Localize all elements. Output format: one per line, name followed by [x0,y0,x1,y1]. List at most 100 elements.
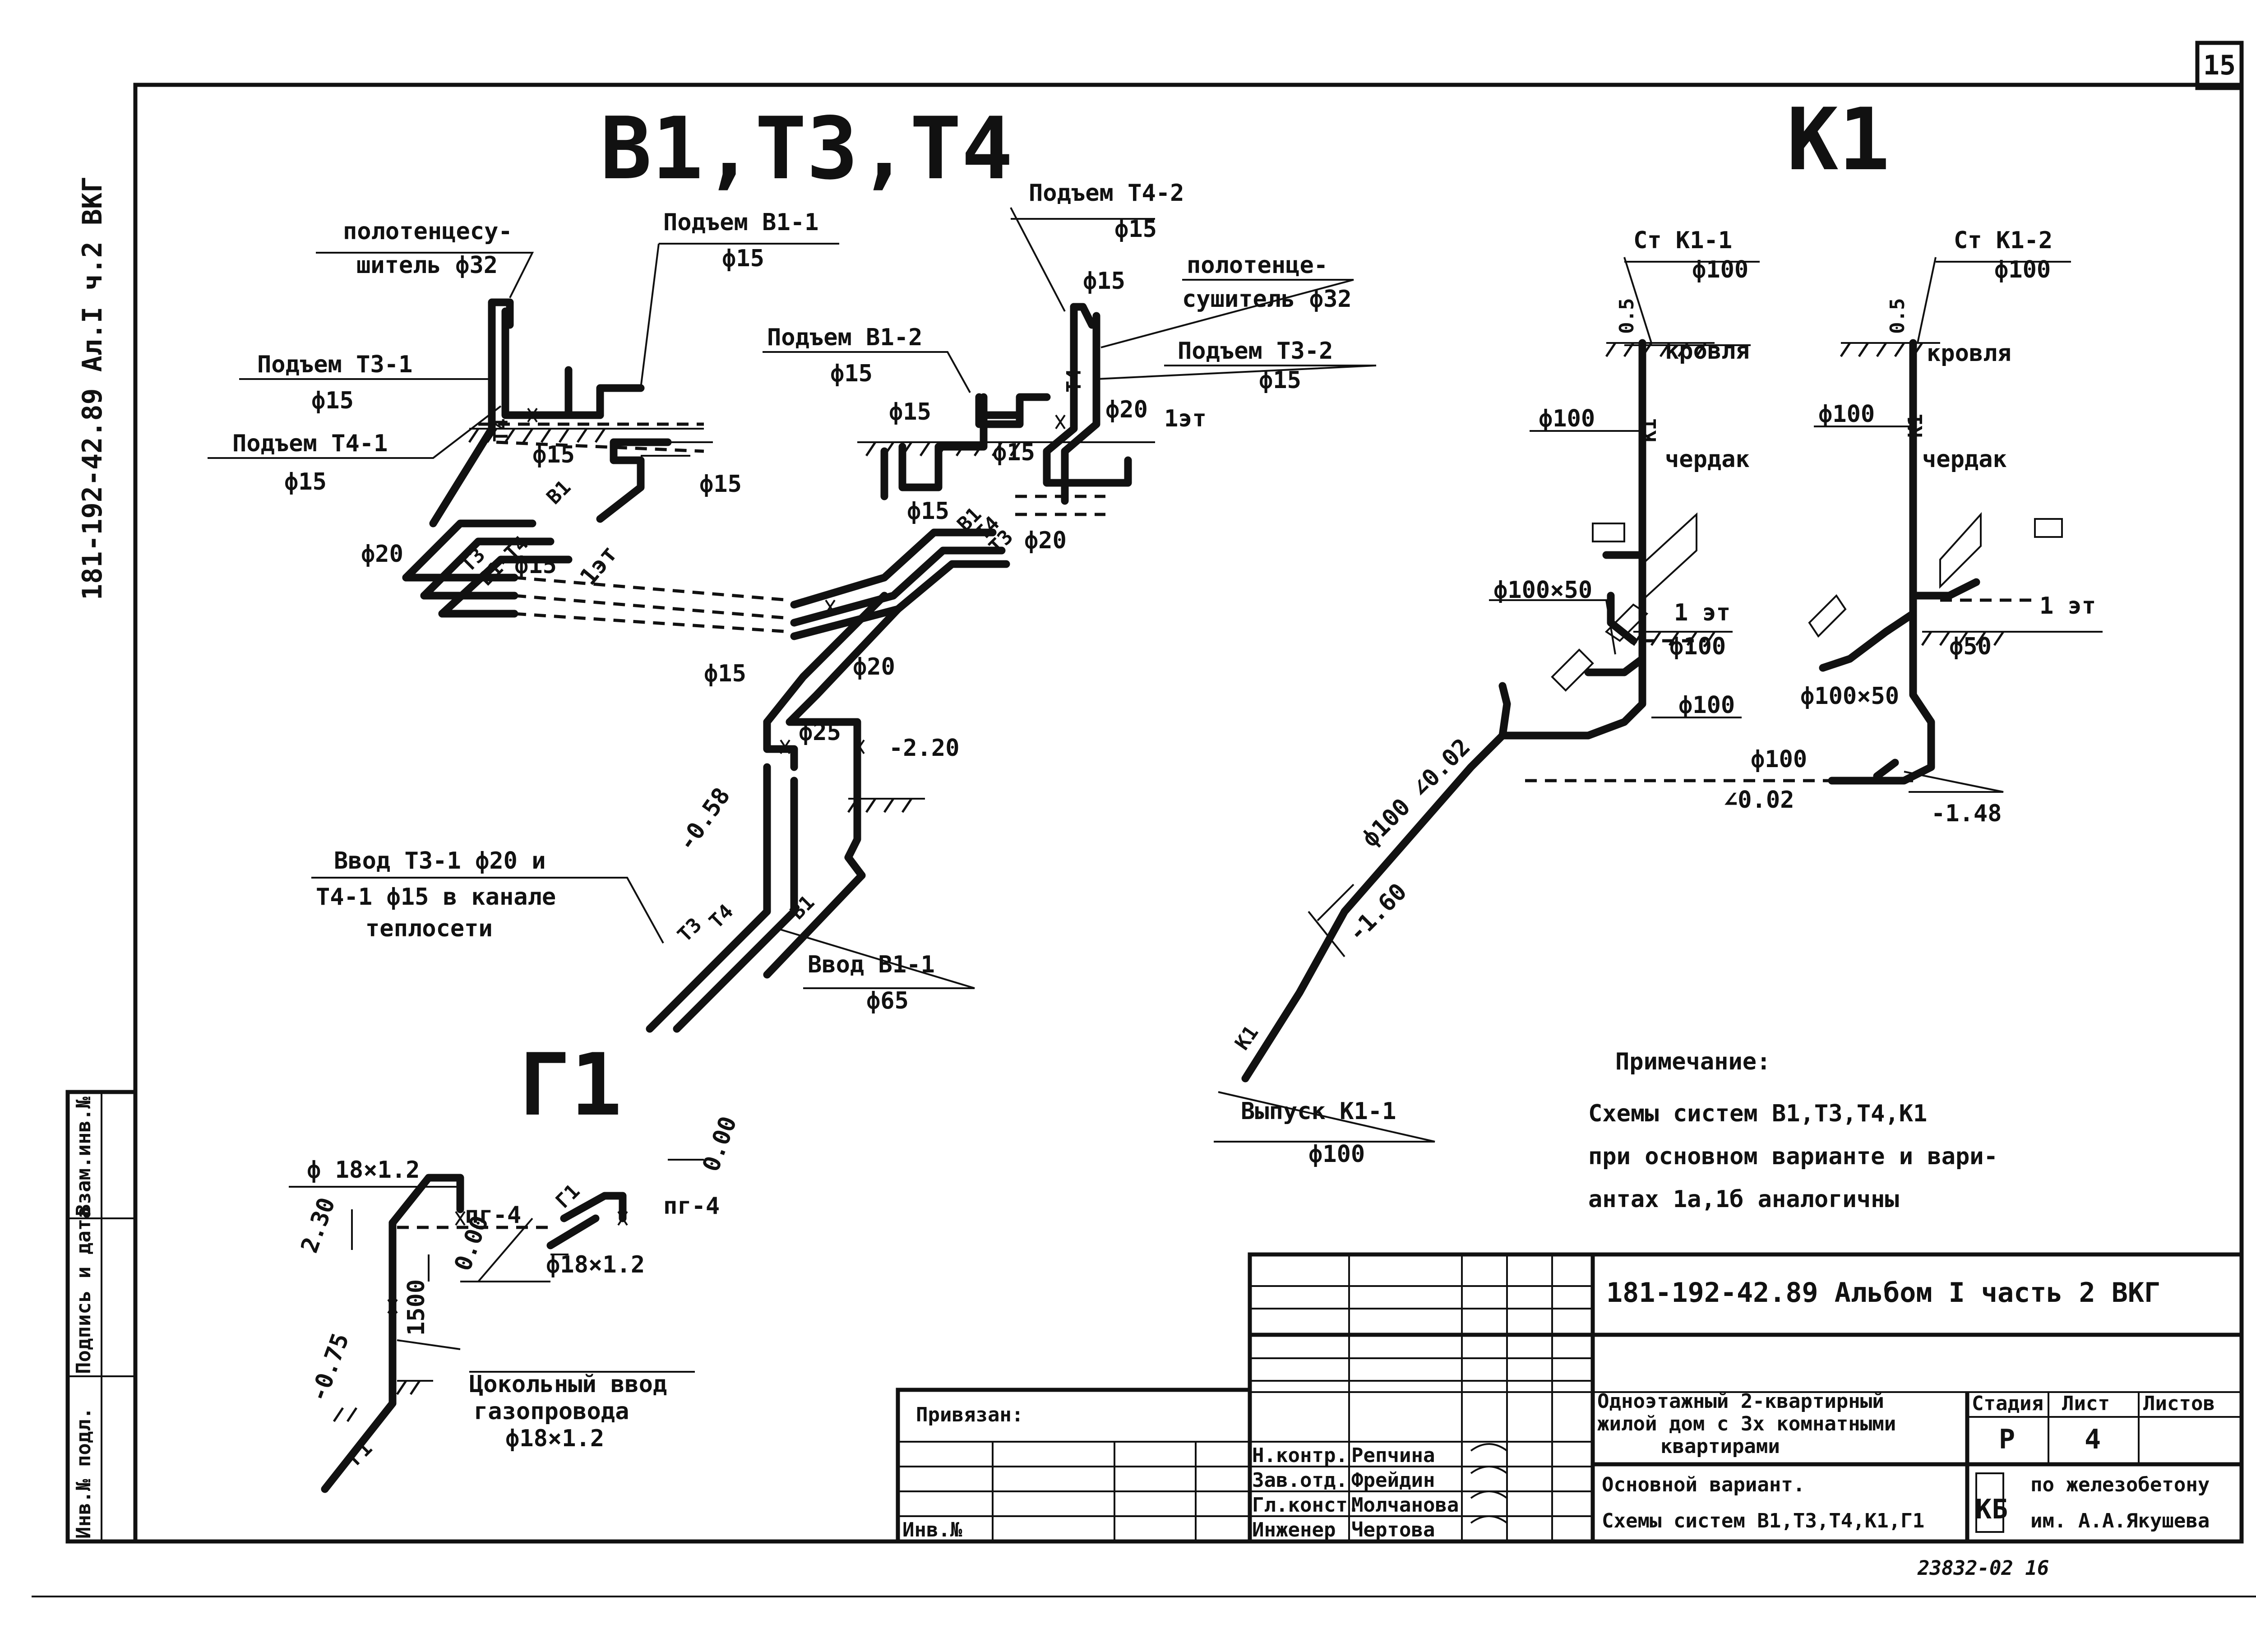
input-t3b-label: Т4-1 ф15 в канале [316,884,556,911]
gas-level-0-00-a: 0.00 [449,1212,494,1274]
tag-k1-outlet: К1 [1230,1022,1263,1055]
riser-t3-2-diameter: ф15 [1259,367,1301,394]
note-line-2: при основном варианте и вари- [1588,1143,1998,1170]
riser-t4-1-diameter: ф15 [284,468,327,495]
d15-mid-a: ф15 [889,398,931,426]
sewer-scheme-title: К1 [1787,90,1890,190]
slope-run: ∠0.02 [1724,787,1794,814]
plinth-input-3: ф18×1.2 [505,1425,604,1452]
project-line-1: Одноэтажный 2-квартирный [1597,1390,1884,1413]
input-t3-label: Ввод Т3-1 ф20 и [334,847,546,875]
d100x50-1: ф100×50 [1493,577,1592,604]
note-line-1: Схемы систем В1,Т3,Т4,К1 [1588,1100,1927,1127]
roof-2-label: кровля [1927,340,2011,367]
d100-outlet-run: ф100 [1751,746,1807,773]
d15-left-b: ф15 [699,471,742,498]
stack-k1-2-diameter: ф100 [1994,256,2051,283]
plinth-input-2: газопровода [474,1398,629,1425]
d100-floor1: ф100 [1669,633,1726,660]
floor1-k1-1: 1 эт [1674,599,1730,626]
gas-pg4-b: пг-4 [663,1193,720,1220]
tag-t3-input: Т3 [673,913,707,947]
riser-b1-2-label: Подъем В1-2 [767,324,922,351]
gas-pg4-a: пг-4 [465,1202,521,1229]
water-scheme-title: В1,Т3,Т4 [600,99,1013,199]
name-engineer: Чертова [1351,1518,1435,1541]
gas-d18-mid: ф18×1.2 [546,1251,645,1278]
outlet-diameter: ф100 [1308,1141,1365,1168]
d20-mid: ф20 [1024,527,1067,554]
role-engineer: Инженер [1252,1518,1336,1541]
d50-label: ф50 [1949,633,1992,660]
role-chief-designer: Гл.конст. [1252,1494,1359,1517]
gas-level-minus-0-75: -0.75 [305,1330,355,1406]
d20-right: ф20 [1105,396,1148,423]
note-title: Примечание: [1615,1048,1771,1075]
roof-1-label: кровля [1665,338,1750,365]
sheet-title-2: Схемы систем В1,Т3,Т4,К1,Г1 [1602,1509,1924,1532]
stack-k1-1-label: Ст К1-1 [1633,227,1732,254]
sheet-number-box [2195,41,2244,90]
attic-1-label: чердак [1665,446,1750,473]
d15-low: ф15 [514,552,557,579]
level-minus-1-60: -1.60 [1343,878,1412,947]
side-col-repl: Взам.инв.№ [72,1097,95,1216]
input-b1-label: Ввод В1-1 [808,951,935,978]
d25-trunk: ф25 [799,719,841,746]
input-b1-diameter: ф65 [866,987,909,1014]
inv-label: Инв.№ [902,1518,962,1541]
gas-d18-top: ф 18×1.2 [307,1157,420,1184]
towel-dryer-1-label: полотенцесу- [343,218,513,245]
side-stamp: 181-192-42.89 Ал.I ч.2 ВКГ [77,176,108,600]
input-t3c-label: теплосети [365,915,493,942]
stage-value: Р [1999,1424,2015,1455]
role-dept-head: Зав.отд. [1252,1469,1348,1492]
sheet-title-1: Основной вариант. [1602,1473,1805,1496]
attic-2-label: чердак [1922,446,2007,473]
riser-t4-2-diameter: ф15 [1114,216,1157,243]
tag-b1-left: В1 [542,476,576,509]
riser-t4-1-label: Подъем Т4-1 [232,430,388,457]
stack-k1-2-label: Ст К1-2 [1954,227,2053,254]
riser-t4-2-label: Подъем Т4-2 [1029,180,1184,207]
sheet-value: 4 [2085,1424,2101,1455]
d15-top: ф15 [1083,268,1125,295]
sheets-header: Листов [2143,1392,2215,1415]
org-line-2: им. А.А.Якушева [2030,1509,2210,1532]
plinth-input-1: Цокольный ввод [469,1371,667,1398]
water-scheme [208,207,1377,1033]
floor1-k1-2: 1 эт [2039,592,2096,620]
riser-b1-1-diameter: ф15 [722,245,764,272]
role-norm-control: Н.контр. [1252,1444,1348,1467]
name-dept-head: Фрейдин [1351,1469,1435,1492]
gas-level-0-00-b: 0.00 [698,1113,742,1175]
floor1-right: 1эт [1164,405,1207,432]
outlet-label: Выпуск К1-1 [1241,1098,1396,1125]
d15-trunk: ф15 [704,660,746,687]
sheet-header: Лист [2062,1392,2110,1415]
towel-dryer-1b-label: шитель ф32 [356,252,498,279]
gas-height-1500: 1500 [403,1279,430,1336]
side-columns: Инв.№ подл. Подпись и дата Взам.инв.№ [65,1090,138,1544]
d20-trunk: ф20 [853,653,895,680]
tag-t4-right: Т4 [1063,369,1086,393]
title-block [896,1252,2244,1544]
bound-label: Привязан: [916,1403,1023,1426]
towel-dryer-2-label: полотенце- [1187,252,1328,279]
level-minus-2-20: -2.20 [889,735,960,762]
riser-b1-1-label: Подъем В1-1 [663,209,818,236]
footer-code: 23832-02 16 [1917,1557,2049,1580]
tag-t4-input: Т4 [705,900,738,933]
d15-mid-c: ф15 [907,498,949,525]
riser-t3-1-label: Подъем Т3-1 [257,351,412,378]
level-minus-0-58: -0.58 [673,783,735,856]
org-logo: КБ [1975,1494,2008,1525]
tag-k1-stack2: К1 [1904,414,1927,438]
d100-stack2: ф100 [1818,401,1875,428]
doc-code: 181-192-42.89 Альбом I часть 2 ВКГ [1606,1277,2160,1309]
d100-lower: ф100 [1678,692,1735,719]
name-norm-control: Репчина [1351,1444,1435,1467]
note-line-3: антах 1а,1б аналогичны [1588,1186,1899,1213]
